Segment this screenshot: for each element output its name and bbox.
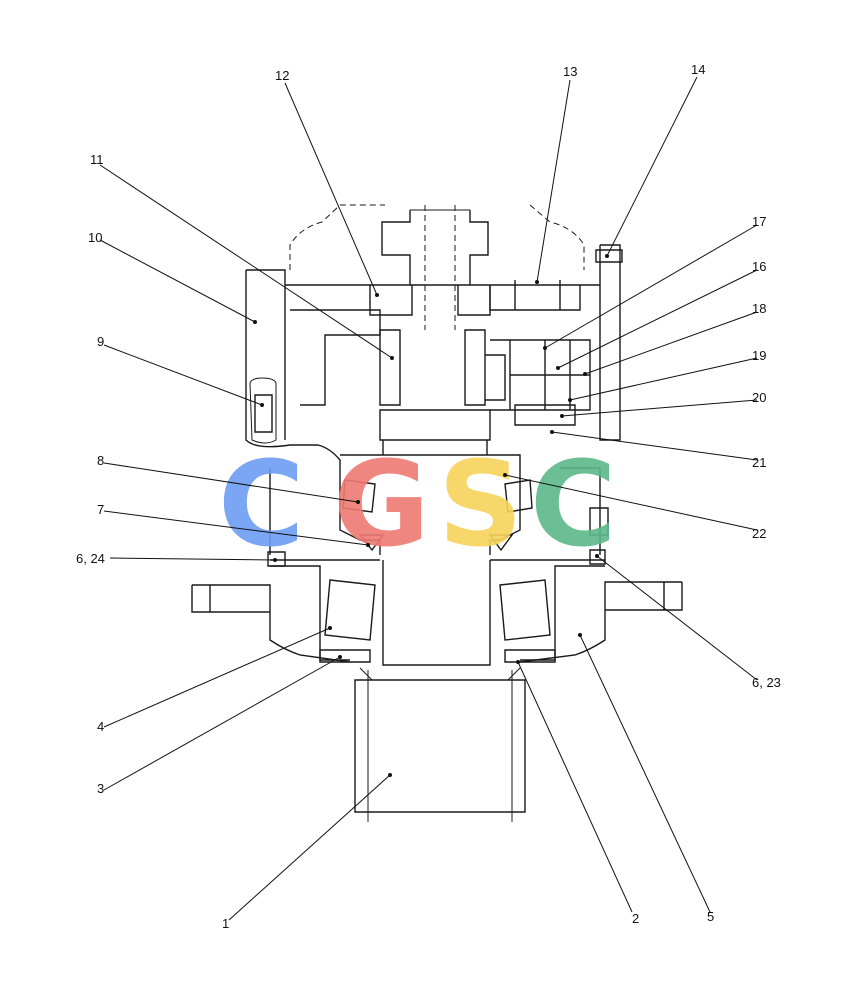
leader-17 <box>544 224 758 349</box>
leader-22 <box>504 474 758 531</box>
leader-dot-13 <box>535 280 539 284</box>
leader-dot-1 <box>388 773 392 777</box>
leader-16 <box>557 269 758 369</box>
label-18: 18 <box>752 301 766 316</box>
label-2: 2 <box>632 911 639 926</box>
leader-18 <box>584 311 758 375</box>
label-12: 12 <box>275 68 289 83</box>
leader-11 <box>99 164 393 359</box>
leader-dot-14 <box>605 254 609 258</box>
label-10: 10 <box>88 230 102 245</box>
leader-1 <box>228 774 391 921</box>
leader-dot-21 <box>550 430 554 434</box>
label-20: 20 <box>752 390 766 405</box>
leader-dot-16 <box>556 366 560 370</box>
leader-dot-20 <box>560 414 564 418</box>
label-17: 17 <box>752 214 766 229</box>
leader-3 <box>103 656 341 791</box>
leader-lines <box>99 76 758 921</box>
assembly-outline <box>191 204 683 822</box>
label-11: 11 <box>90 152 104 167</box>
leader-9 <box>103 344 263 406</box>
leader-10 <box>99 239 256 323</box>
label-7: 7 <box>97 502 104 517</box>
label-8: 8 <box>97 453 104 468</box>
leader-14 <box>606 76 698 257</box>
label-19: 19 <box>752 348 766 363</box>
label-5: 5 <box>707 909 714 924</box>
leader-dot-5 <box>578 633 582 637</box>
leader-6-23 <box>596 555 758 681</box>
label-6-24: 6, 24 <box>76 551 105 566</box>
leader-dot-17 <box>543 346 547 350</box>
watermark-letter-c2: C <box>530 435 617 573</box>
leader-13 <box>536 79 571 283</box>
leader-dot-7 <box>366 543 370 547</box>
watermark-letter-c1: C <box>218 435 305 573</box>
leader-dot-11 <box>390 356 394 360</box>
label-16: 16 <box>752 259 766 274</box>
leader-2 <box>517 661 633 913</box>
leader-dot-6-23 <box>595 554 599 558</box>
leader-dot-2 <box>516 660 520 664</box>
cgsc-watermark: C G S C <box>218 435 617 573</box>
leader-dot-19 <box>568 398 572 402</box>
leader-21 <box>551 431 758 461</box>
part-labels: 12 13 14 11 10 17 16 18 9 19 20 21 8 22 … <box>76 62 781 931</box>
label-4: 4 <box>97 719 104 734</box>
leader-5 <box>579 634 711 913</box>
label-14: 14 <box>691 62 705 77</box>
watermark-letter-s: S <box>438 435 523 573</box>
leader-dot-9 <box>260 403 264 407</box>
leader-dot-3 <box>338 655 342 659</box>
leader-dot-4 <box>328 626 332 630</box>
label-1: 1 <box>222 916 229 931</box>
leader-dot-12 <box>375 293 379 297</box>
leader-dots <box>253 254 609 777</box>
leader-4 <box>103 627 331 728</box>
leader-dot-6-24 <box>273 558 277 562</box>
leader-dot-22 <box>503 473 507 477</box>
leader-19 <box>569 357 758 401</box>
leader-12 <box>284 82 378 296</box>
leader-6-24 <box>109 557 276 561</box>
leader-dot-18 <box>583 372 587 376</box>
leader-dot-8 <box>356 500 360 504</box>
label-13: 13 <box>563 64 577 79</box>
label-9: 9 <box>97 334 104 349</box>
label-6-23: 6, 23 <box>752 675 781 690</box>
leader-7 <box>103 510 369 546</box>
label-22: 22 <box>752 526 766 541</box>
leader-20 <box>561 399 758 417</box>
watermark-letter-g: G <box>333 435 430 573</box>
label-21: 21 <box>752 455 766 470</box>
label-3: 3 <box>97 781 104 796</box>
leader-8 <box>103 462 359 503</box>
leader-dot-10 <box>253 320 257 324</box>
